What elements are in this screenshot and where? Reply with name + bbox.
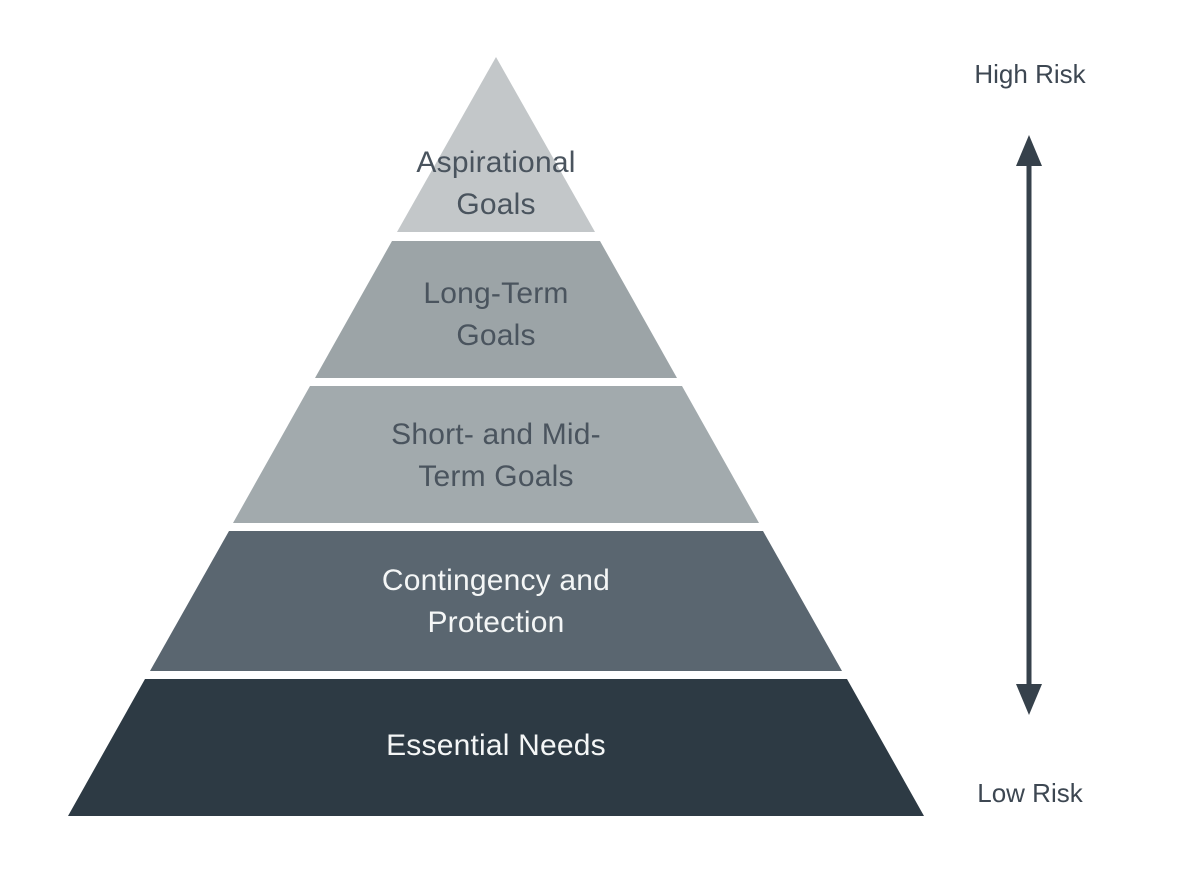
pyramid-level-contingency-protection-shape	[150, 531, 842, 671]
low-risk-label: Low Risk	[977, 778, 1083, 808]
level-label-aspirational-goals: Aspirational Goals	[316, 142, 676, 226]
level-label-long-term-goals: Long-Term Goals	[316, 273, 676, 357]
high-risk-label: High Risk	[974, 59, 1086, 89]
level-label-essential-needs: Essential Needs	[316, 725, 676, 767]
pyramid-level-short-mid-term-goals-shape	[233, 386, 759, 523]
pyramid-level-essential-needs-shape	[68, 679, 924, 816]
risk-arrow-down-head-icon	[1016, 684, 1042, 715]
level-label-line: Goals	[456, 319, 536, 352]
pyramid-level-long-term-goals-shape	[315, 241, 677, 378]
pyramid-level-aspirational-goals-shape	[397, 57, 595, 232]
level-label-line: Term Goals	[418, 460, 574, 493]
level-label-line: Long-Term	[423, 277, 569, 310]
level-label-line: Protection	[427, 606, 565, 639]
risk-arrow-up-head-icon	[1016, 135, 1042, 166]
level-label-line: Short- and Mid-	[391, 418, 601, 451]
level-label-short-mid-term-goals: Short- and Mid- Term Goals	[316, 414, 676, 498]
level-label-line: Essential Needs	[386, 729, 606, 762]
level-label-line: Goals	[456, 188, 536, 221]
level-label-contingency-protection: Contingency and Protection	[316, 560, 676, 644]
level-label-line: Aspirational	[416, 146, 576, 179]
level-label-line: Contingency and	[381, 564, 611, 597]
